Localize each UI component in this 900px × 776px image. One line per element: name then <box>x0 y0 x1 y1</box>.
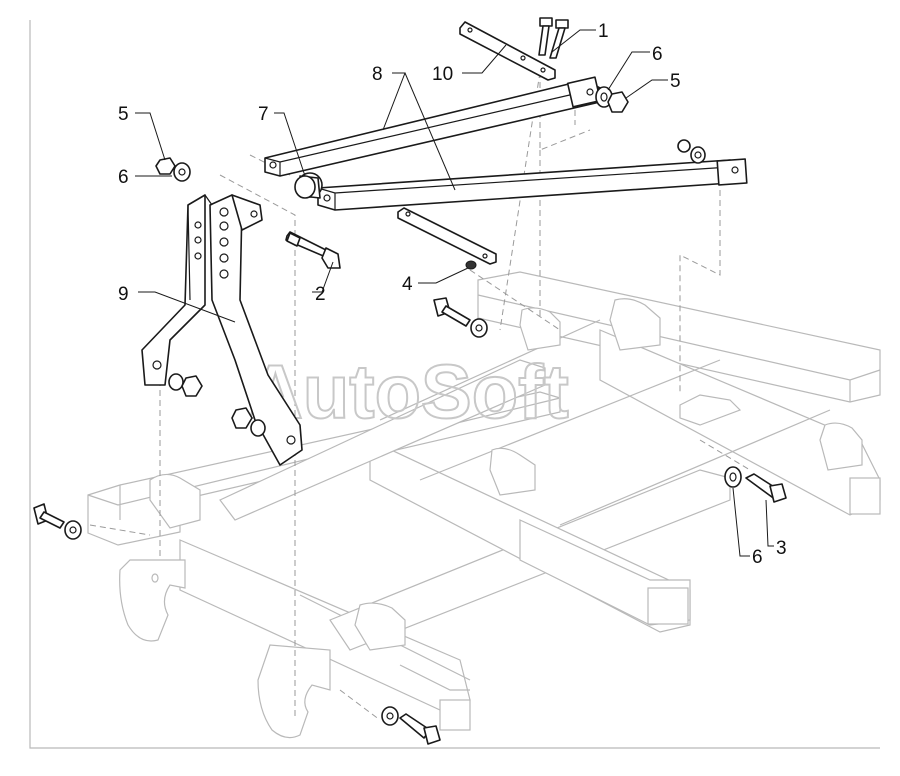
callout-8: 8 <box>372 64 383 85</box>
bolt-left-lower <box>33 503 82 540</box>
strap-plate-mid <box>397 207 497 265</box>
cross-member-4 <box>219 359 546 521</box>
callout-1: 1 <box>598 21 609 42</box>
watermark: AutoSoft <box>248 350 569 435</box>
callout-labels: 1 2 3 4 5 5 6 6 6 7 8 9 10 <box>118 21 787 568</box>
bracket-mid <box>489 447 536 496</box>
top-link-bracket <box>679 394 742 426</box>
bolt-pair-top <box>538 17 569 59</box>
bolt-3-assembly <box>724 466 787 503</box>
callout-6-left: 6 <box>118 167 129 188</box>
bracket-rear-1 <box>519 307 561 351</box>
callout-7: 7 <box>258 104 269 125</box>
headstock-bracket <box>141 194 303 466</box>
spacer-bushing <box>294 172 323 199</box>
link-bar-lower <box>317 158 748 211</box>
bracket-lower <box>354 602 406 651</box>
link-bar-upper <box>264 76 602 177</box>
callout-5-left: 5 <box>118 104 129 125</box>
callout-6-lower: 6 <box>752 547 763 568</box>
bolt-bottom <box>381 706 441 745</box>
lower-hitch-left <box>119 559 186 642</box>
nut-washer-left <box>155 157 191 182</box>
lower-hitch-right <box>257 644 331 739</box>
bolt-mid <box>433 297 488 338</box>
callout-9: 9 <box>118 284 129 305</box>
bracket-front-left <box>149 473 201 529</box>
callout-10: 10 <box>432 64 453 85</box>
bracket-rear-2 <box>609 298 661 351</box>
beam-end-3 <box>849 477 881 515</box>
callout-5-right: 5 <box>670 71 681 92</box>
bracket-rear-3 <box>819 422 863 471</box>
callout-6-right: 6 <box>652 44 663 65</box>
leader-lines <box>135 29 774 557</box>
callout-2: 2 <box>315 284 326 305</box>
nut-washer-upper-right <box>595 86 706 164</box>
chassis-frame <box>87 271 881 739</box>
strap-plate-top <box>459 21 556 81</box>
beam-end <box>439 699 471 731</box>
beam-end-2 <box>647 587 689 625</box>
bolt-2 <box>285 231 341 269</box>
rear-beam <box>477 271 881 403</box>
small-nut <box>465 260 477 270</box>
callout-3: 3 <box>776 538 787 559</box>
headstock-ear <box>231 194 263 231</box>
drawing-border <box>29 20 880 749</box>
callout-4: 4 <box>402 274 413 295</box>
